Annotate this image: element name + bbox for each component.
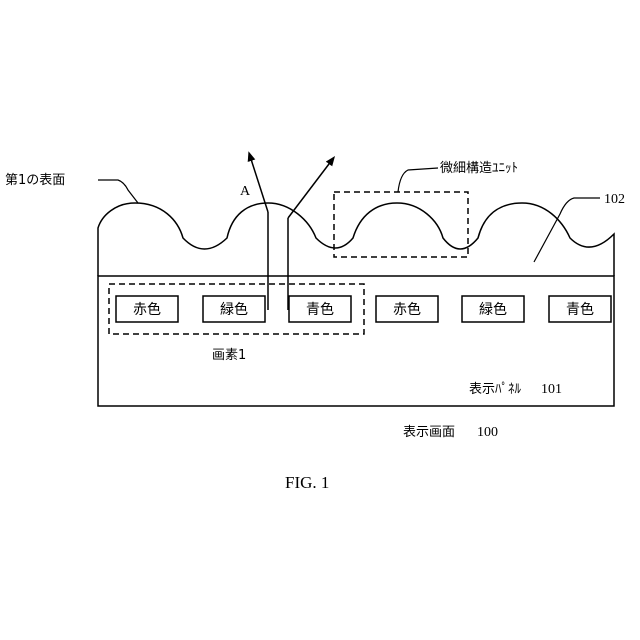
label-display-screen-ref: 100 xyxy=(477,425,498,440)
label-display-panel-ref: 101 xyxy=(541,382,562,397)
label-first-surface: 第1の表面 xyxy=(5,173,65,188)
subpixel-label-5: 緑色 xyxy=(479,301,507,318)
microlens-surface xyxy=(98,203,614,276)
label-microstructure-unit: 微細構造ﾕﾆｯﾄ xyxy=(440,161,518,176)
leader-microstructure-unit xyxy=(398,168,438,192)
subpixel-label-4: 赤色 xyxy=(393,301,421,318)
leader-102 xyxy=(534,198,600,262)
label-ref-102: 102 xyxy=(604,192,625,207)
subpixel-label-6: 青色 xyxy=(566,301,594,318)
subpixel-label-1: 赤色 xyxy=(133,301,161,318)
figure-caption: FIG. 1 xyxy=(285,473,329,492)
label-display-screen: 表示画面 xyxy=(403,425,455,440)
subpixel-label-2: 緑色 xyxy=(220,301,248,318)
light-ray-b-refracted xyxy=(288,160,332,218)
label-ray-a: A xyxy=(240,184,251,199)
label-pixel-1: 画素1 xyxy=(212,348,246,363)
label-display-panel: 表示ﾊﾟﾈﾙ xyxy=(469,382,522,397)
microstructure-unit-box xyxy=(334,192,468,257)
leader-first-surface xyxy=(98,180,138,203)
subpixel-label-3: 青色 xyxy=(306,301,334,318)
